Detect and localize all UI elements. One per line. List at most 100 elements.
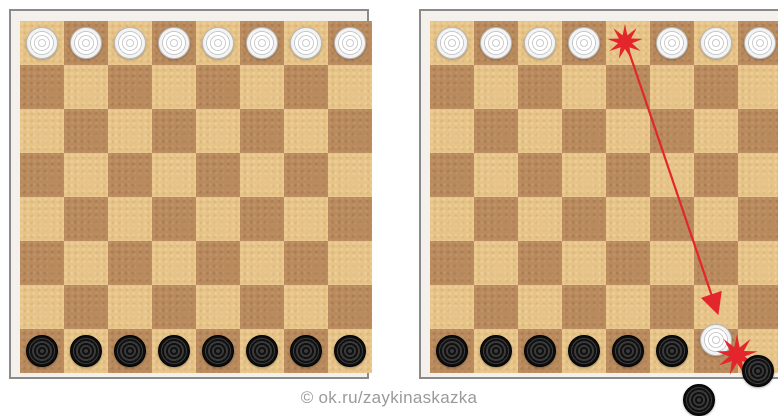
black-checker[interactable] bbox=[158, 335, 190, 367]
white-checker[interactable] bbox=[568, 27, 600, 59]
captured-black-checker bbox=[742, 355, 774, 387]
light-square bbox=[240, 153, 284, 197]
white-checker[interactable] bbox=[202, 27, 234, 59]
dark-square bbox=[152, 285, 196, 329]
light-square bbox=[284, 285, 328, 329]
light-square bbox=[606, 285, 650, 329]
light-square bbox=[284, 197, 328, 241]
white-checker[interactable] bbox=[744, 27, 776, 59]
board-grid bbox=[20, 21, 372, 373]
black-checker[interactable] bbox=[656, 335, 688, 367]
light-square bbox=[108, 109, 152, 153]
light-square bbox=[430, 197, 474, 241]
captured-black-checker bbox=[683, 384, 715, 416]
dark-square bbox=[606, 241, 650, 285]
light-square bbox=[196, 197, 240, 241]
dark-square bbox=[108, 241, 152, 285]
black-checker[interactable] bbox=[290, 335, 322, 367]
checkers-board-initial bbox=[9, 9, 369, 379]
black-checker[interactable] bbox=[436, 335, 468, 367]
dark-square bbox=[694, 65, 738, 109]
light-square bbox=[64, 241, 108, 285]
dark-square bbox=[196, 241, 240, 285]
white-checker[interactable] bbox=[158, 27, 190, 59]
dark-square bbox=[284, 153, 328, 197]
dark-square bbox=[606, 153, 650, 197]
light-square bbox=[562, 241, 606, 285]
dark-square bbox=[562, 197, 606, 241]
light-square bbox=[474, 65, 518, 109]
white-checker[interactable] bbox=[26, 27, 58, 59]
dark-square bbox=[430, 241, 474, 285]
checkers-board-after-move bbox=[419, 9, 778, 379]
dark-square bbox=[328, 109, 372, 153]
dark-square bbox=[328, 285, 372, 329]
board-grid bbox=[430, 21, 778, 373]
light-square bbox=[430, 285, 474, 329]
light-square bbox=[152, 153, 196, 197]
dark-square bbox=[196, 153, 240, 197]
light-square bbox=[20, 109, 64, 153]
white-checker[interactable] bbox=[290, 27, 322, 59]
light-square bbox=[196, 285, 240, 329]
dark-square bbox=[650, 285, 694, 329]
white-checker[interactable] bbox=[700, 27, 732, 59]
dark-square bbox=[518, 153, 562, 197]
dark-square bbox=[738, 197, 778, 241]
dark-square bbox=[562, 109, 606, 153]
dark-square bbox=[64, 285, 108, 329]
black-checker[interactable] bbox=[202, 335, 234, 367]
light-square bbox=[738, 65, 778, 109]
dark-square bbox=[430, 65, 474, 109]
dark-square bbox=[474, 285, 518, 329]
dark-square bbox=[694, 241, 738, 285]
light-square bbox=[518, 197, 562, 241]
black-checker[interactable] bbox=[26, 335, 58, 367]
white-checker[interactable] bbox=[114, 27, 146, 59]
black-checker[interactable] bbox=[524, 335, 556, 367]
light-square bbox=[20, 285, 64, 329]
light-square bbox=[562, 65, 606, 109]
black-checker[interactable] bbox=[246, 335, 278, 367]
white-checker[interactable] bbox=[70, 27, 102, 59]
white-checker[interactable] bbox=[436, 27, 468, 59]
dark-square bbox=[474, 109, 518, 153]
dark-square bbox=[196, 65, 240, 109]
white-checker[interactable] bbox=[656, 27, 688, 59]
light-square bbox=[694, 285, 738, 329]
black-checker[interactable] bbox=[480, 335, 512, 367]
dark-square bbox=[240, 197, 284, 241]
light-square bbox=[650, 241, 694, 285]
white-checker[interactable] bbox=[480, 27, 512, 59]
black-checker[interactable] bbox=[114, 335, 146, 367]
dark-square bbox=[518, 65, 562, 109]
light-square bbox=[108, 197, 152, 241]
light-square bbox=[284, 109, 328, 153]
dark-square bbox=[474, 197, 518, 241]
dark-square bbox=[430, 153, 474, 197]
black-checker[interactable] bbox=[334, 335, 366, 367]
dark-square bbox=[108, 153, 152, 197]
black-checker[interactable] bbox=[70, 335, 102, 367]
dark-square bbox=[20, 241, 64, 285]
dark-square bbox=[20, 65, 64, 109]
light-square bbox=[328, 153, 372, 197]
dark-square bbox=[108, 65, 152, 109]
moved-white-checker[interactable] bbox=[700, 324, 732, 356]
light-square bbox=[606, 109, 650, 153]
light-square bbox=[606, 21, 650, 65]
dark-square bbox=[650, 109, 694, 153]
light-square bbox=[474, 153, 518, 197]
light-square bbox=[240, 65, 284, 109]
light-square bbox=[650, 153, 694, 197]
light-square bbox=[240, 241, 284, 285]
light-square bbox=[430, 109, 474, 153]
light-square bbox=[474, 241, 518, 285]
black-checker[interactable] bbox=[568, 335, 600, 367]
light-square bbox=[694, 109, 738, 153]
white-checker[interactable] bbox=[246, 27, 278, 59]
watermark: © ok.ru/zaykinaskazka bbox=[0, 388, 778, 408]
white-checker[interactable] bbox=[334, 27, 366, 59]
black-checker[interactable] bbox=[612, 335, 644, 367]
white-checker[interactable] bbox=[524, 27, 556, 59]
